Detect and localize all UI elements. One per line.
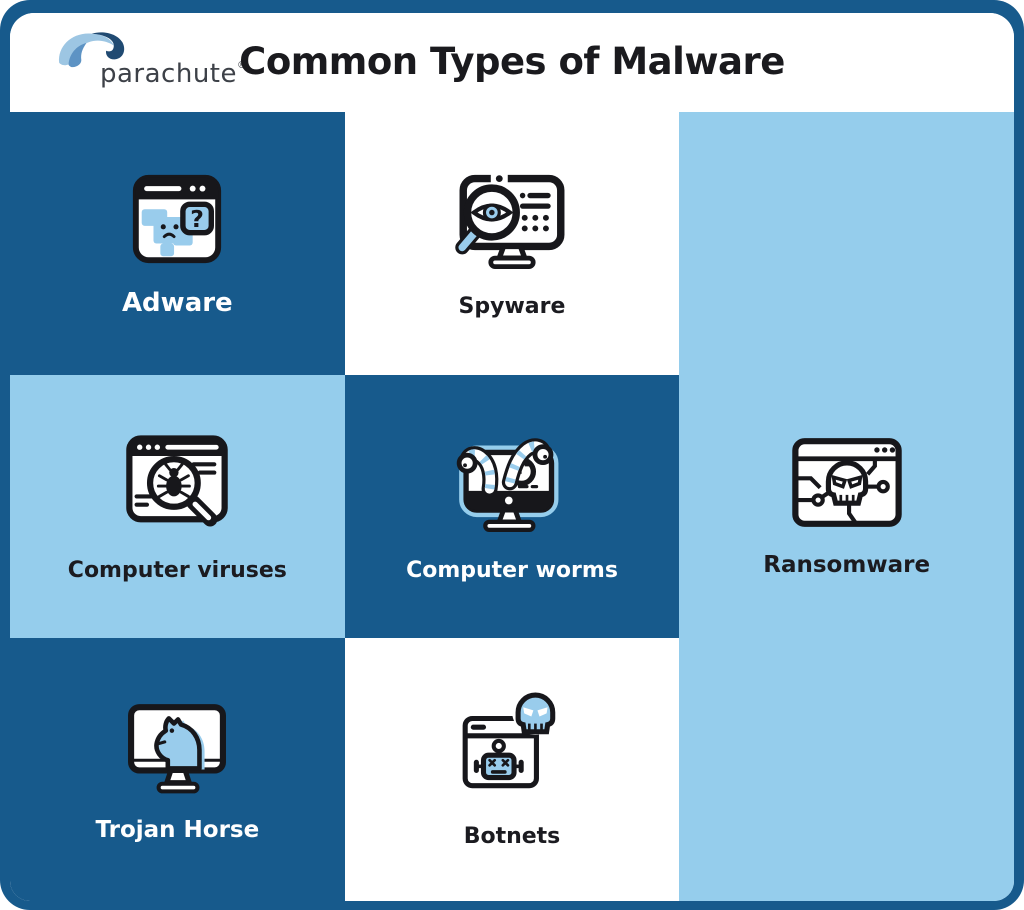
cell-botnets: Botnets xyxy=(344,638,680,901)
cell-label: Computer viruses xyxy=(67,558,287,583)
svg-text:?: ? xyxy=(191,204,205,232)
cell-computer-worms: Computer worms xyxy=(344,375,680,638)
ransomware-skull-browser-icon xyxy=(789,435,905,530)
worms-on-monitor-icon xyxy=(449,431,575,538)
trojan-knight-monitor-icon xyxy=(120,697,234,797)
logo-wordmark: parachute® xyxy=(100,59,248,89)
virus-bug-magnifier-browser-icon xyxy=(119,430,235,538)
malware-grid: ? Adware xyxy=(10,112,1014,901)
spyware-monitor-magnifier-eye-icon xyxy=(452,168,572,274)
cell-label: Ransomware xyxy=(763,552,931,578)
adware-browser-popups-icon: ? xyxy=(128,170,226,268)
page-title: Common Types of Malware xyxy=(239,39,785,83)
parachute-swoosh-logo-icon xyxy=(58,32,125,68)
botnet-robot-skull-browser-icon xyxy=(455,687,569,804)
cell-spyware: Spyware xyxy=(344,112,680,375)
cell-ransomware: Ransomware xyxy=(679,112,1014,901)
cell-label: Adware xyxy=(121,287,233,318)
cell-label: Botnets xyxy=(463,824,561,849)
parachute-logo: parachute® xyxy=(28,19,278,109)
cell-label: Trojan Horse xyxy=(95,816,260,843)
registered-mark: ® xyxy=(237,60,248,71)
cell-computer-viruses: Computer viruses xyxy=(10,375,345,638)
cell-adware: ? Adware xyxy=(10,112,345,375)
header-bar: parachute® Common Types of Malware xyxy=(10,13,1014,112)
cell-trojan-horse: Trojan Horse xyxy=(10,638,345,901)
poster-inner: parachute® Common Types of Malware xyxy=(10,13,1014,901)
cell-label: Spyware xyxy=(458,294,566,319)
cell-label: Computer worms xyxy=(406,557,618,583)
